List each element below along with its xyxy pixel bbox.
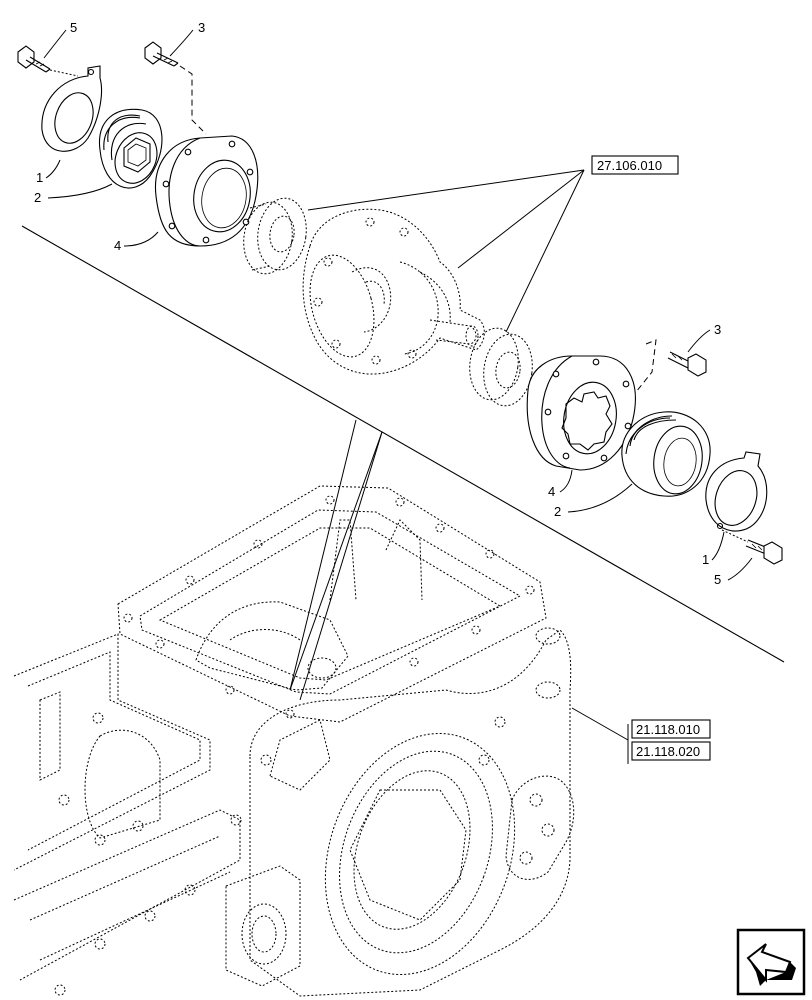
callout-1-lower: 1 [702,531,725,567]
callout-3-lower: 3 [687,322,721,353]
callout-5-upper: 5 [43,20,77,59]
svg-text:21.118.020: 21.118.020 [636,744,700,759]
lock-washer-lower [705,451,768,532]
svg-text:3: 3 [198,20,205,35]
bolt-5-lower [721,529,783,565]
svg-text:5: 5 [70,20,77,35]
callout-1-upper: 1 [36,159,61,185]
svg-text:4: 4 [548,484,555,499]
leaders-27-106-010 [307,169,585,333]
svg-text:5: 5 [714,572,721,587]
bearing-housing-upper [154,135,259,247]
svg-text:3: 3 [714,322,721,337]
callout-4-lower: 4 [548,469,573,499]
svg-text:2: 2 [34,190,41,205]
centerline-bolt3-lower [635,339,657,393]
bearing-upper-dotted [243,197,307,275]
svg-text:21.118.010: 21.118.010 [636,722,700,737]
leaders-21-118 [289,419,629,741]
centerline-bolt3-upper [179,65,207,135]
bolt-3-lower [667,351,707,377]
next-page-arrow-icon[interactable] [736,928,806,996]
bearing-lower-dotted [469,327,533,407]
bolt-3-upper [144,41,179,67]
callout-2-upper: 2 [34,183,113,205]
callout-5-lower: 5 [714,557,753,587]
reference-box-27-106-010: 27.106.010 [591,155,679,175]
callout-4-upper: 4 [114,231,159,253]
bolt-5-upper [17,45,79,77]
transmission-housing-dotted [13,485,575,997]
svg-text:1: 1 [36,170,43,185]
callout-2-lower: 2 [554,483,633,519]
differential-case-dotted [302,208,485,375]
oil-seal-upper [98,108,163,189]
svg-text:1: 1 [702,552,709,567]
svg-text:4: 4 [114,238,121,253]
callout-3-upper: 3 [169,20,205,57]
reference-box-21-118: 21.118.010 21.118.020 [627,719,711,764]
section-divider-line [21,225,785,663]
bearing-housing-lower [526,355,636,471]
svg-text:2: 2 [554,504,561,519]
svg-text:27.106.010: 27.106.010 [597,158,662,173]
lock-washer-upper [41,65,103,152]
oil-seal-lower [621,411,711,497]
